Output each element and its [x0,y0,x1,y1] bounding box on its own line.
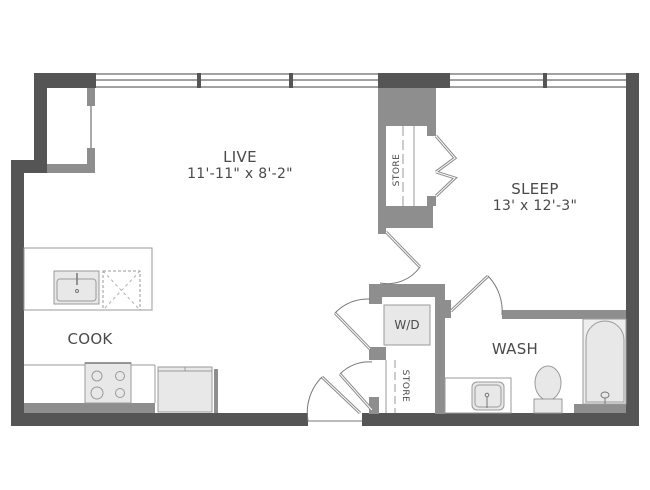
room-live-name: LIVE [223,148,257,166]
room-live: LIVE 11'-11" x 8'-2" [160,148,320,183]
window-strip [95,73,630,88]
door-entry [306,375,362,422]
room-cook-name: COOK [67,330,113,348]
exterior-walls [11,73,639,426]
door-wash [449,274,503,316]
bath-vanity [444,377,512,414]
washer-dryer-label: W/D [394,318,420,332]
door-sleep [379,230,422,285]
room-sleep: SLEEP 13' x 12'-3" [475,180,595,215]
door-hall-store [338,361,374,411]
room-sleep-dimensions: 13' x 12'-3" [492,198,578,214]
room-wash-name: WASH [491,340,539,358]
store-closet-hall [385,360,435,413]
kitchen-counter-upper [23,247,153,311]
room-sleep-name: SLEEP [511,180,559,198]
store-closet-sleep-label: STORE [392,153,402,187]
room-live-dimensions: 11'-11" x 8'-2" [187,166,293,182]
bathtub [582,318,627,405]
wd-closet [382,297,435,347]
store-closet-sleep [386,126,427,206]
toilet [533,365,563,414]
door-wd [333,298,372,351]
kitchen-counter-lower [24,362,213,413]
interior-walls [24,88,626,414]
window-mullions [197,73,547,88]
store-closet-hall-label: STORE [400,369,410,403]
